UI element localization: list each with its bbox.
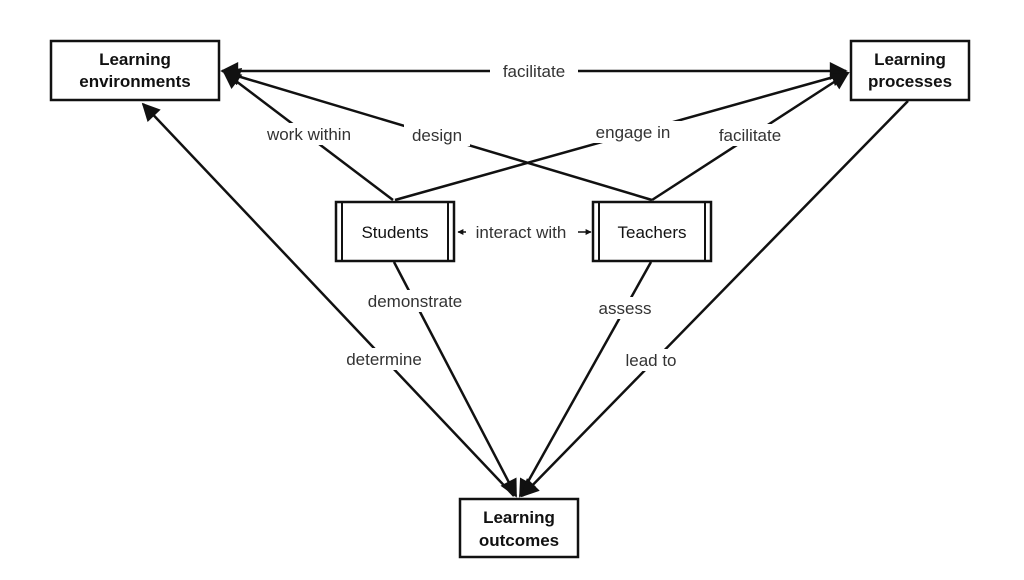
edge-label-design: design: [412, 126, 462, 145]
edge-label-facilitate-top: facilitate: [503, 62, 565, 81]
node-learning-processes: Learning processes: [849, 39, 971, 102]
node-label: Students: [361, 223, 428, 242]
edge-label-determine: determine: [346, 350, 422, 369]
edge-students-teachers-interact-with: interact with: [457, 223, 592, 242]
node-label-line1: Learning: [483, 508, 555, 527]
edge-teachers-outcomes-assess: assess: [518, 261, 658, 498]
edge-label-assess: assess: [599, 299, 652, 318]
node-label: Teachers: [618, 223, 687, 242]
node-teachers: Teachers: [591, 200, 713, 263]
node-label-line2: environments: [79, 72, 190, 91]
node-learning-environments: Learning environments: [49, 39, 221, 102]
node-label-line2: processes: [868, 72, 952, 91]
edge-label-interact-with: interact with: [476, 223, 567, 242]
edge-teachers-env-design: design: [222, 68, 653, 202]
edge-label-lead-to: lead to: [625, 351, 676, 370]
edge-outcomes-env-determine: determine: [141, 102, 515, 497]
node-label-line1: Learning: [99, 50, 171, 69]
node-label-line1: Learning: [874, 50, 946, 69]
edge-label-work-within: work within: [266, 125, 351, 144]
edge-teachers-proc-facilitate: facilitate: [651, 71, 850, 202]
edge-label-engage-in: engage in: [596, 123, 671, 142]
node-students: Students: [334, 200, 456, 263]
edge-env-proc-facilitate: facilitate: [220, 60, 848, 82]
edge-label-demonstrate: demonstrate: [368, 292, 463, 311]
edge-proc-outcomes-lead-to: lead to: [520, 100, 909, 498]
edge-label-facilitate-teachers: facilitate: [719, 126, 781, 145]
edge-students-proc-engage-in: engage in: [394, 68, 850, 202]
edge-students-outcomes-demonstrate: demonstrate: [356, 261, 518, 498]
edge-students-env-work-within: work within: [222, 70, 394, 201]
node-learning-outcomes: Learning outcomes: [458, 497, 580, 559]
node-label-line2: outcomes: [479, 531, 559, 550]
